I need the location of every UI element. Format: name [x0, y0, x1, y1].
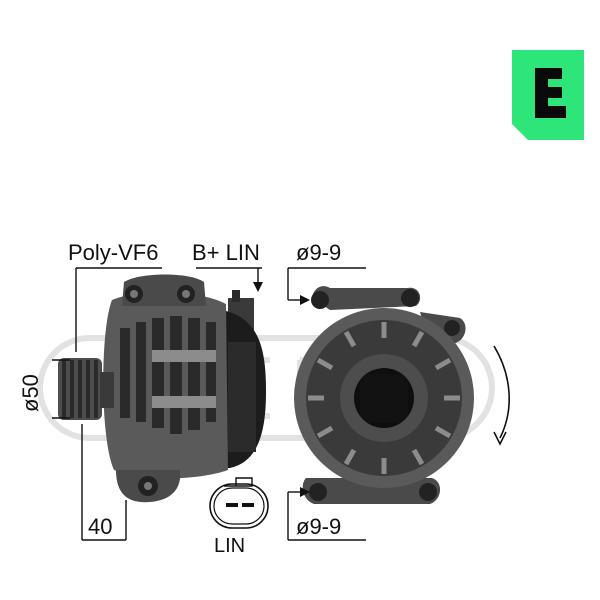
era-logo-icon — [512, 50, 584, 140]
connector-label: LIN — [214, 535, 245, 557]
belt-type-label: Poly-VF6 — [68, 240, 158, 265]
alternator-side-view — [58, 274, 266, 503]
mount-bottom-label: ø9-9 — [296, 514, 341, 539]
pulley — [58, 358, 114, 420]
terminals-label: B+ LIN — [192, 240, 260, 265]
lin-connector — [209, 477, 269, 529]
mount-top-label: ø9-9 — [296, 240, 341, 265]
rotation-arrow-icon — [493, 345, 510, 439]
alternator-front-view — [294, 286, 510, 504]
dimension-lines — [52, 267, 366, 541]
vent-ring — [308, 322, 460, 474]
pulley-diameter-label: ø50 — [18, 374, 43, 412]
pulley-offset-label: 40 — [88, 514, 112, 539]
